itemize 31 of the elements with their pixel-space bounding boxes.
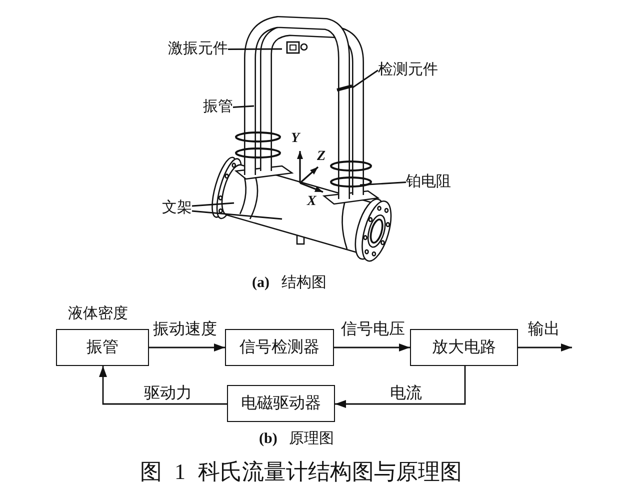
- part-label: 检测元件: [378, 62, 438, 78]
- process-box: 振管: [56, 329, 149, 366]
- arrow: [335, 366, 466, 408]
- arrow: [334, 344, 410, 352]
- figure-caption: 图 1 科氏流量计结构图与原理图: [140, 460, 462, 484]
- leader-line: [192, 202, 234, 207]
- edge-label: 电流: [389, 385, 423, 403]
- arrow: [518, 344, 572, 352]
- process-box: 信号检测器: [225, 329, 334, 366]
- subfigure-caption: (b) 原理图: [259, 431, 334, 448]
- process-box: 电磁驱动器: [227, 385, 335, 422]
- leader-line: [360, 182, 406, 186]
- edge-label: 驱动力: [143, 385, 193, 403]
- part-label: 铂电阻: [406, 174, 451, 190]
- input-label: 液体密度: [68, 306, 128, 322]
- arrow: [99, 366, 227, 405]
- leader-line: [232, 105, 254, 108]
- axis-label: Z: [317, 149, 326, 164]
- part-label: 文架: [162, 200, 192, 216]
- process-box: 放大电路: [410, 329, 518, 366]
- subfigure-caption: (a) 结构图: [252, 275, 326, 292]
- leader-line: [228, 48, 282, 50]
- axis-label: X: [307, 194, 316, 210]
- leader-line: [192, 210, 282, 220]
- part-label: 振管: [203, 99, 233, 116]
- edge-label: 信号电压: [340, 321, 406, 339]
- edge-label: 振动速度: [152, 321, 218, 339]
- leader-line: [352, 70, 378, 89]
- arrow: [149, 344, 225, 352]
- part-label: 激振元件: [168, 41, 228, 58]
- axis-label: Y: [291, 131, 300, 146]
